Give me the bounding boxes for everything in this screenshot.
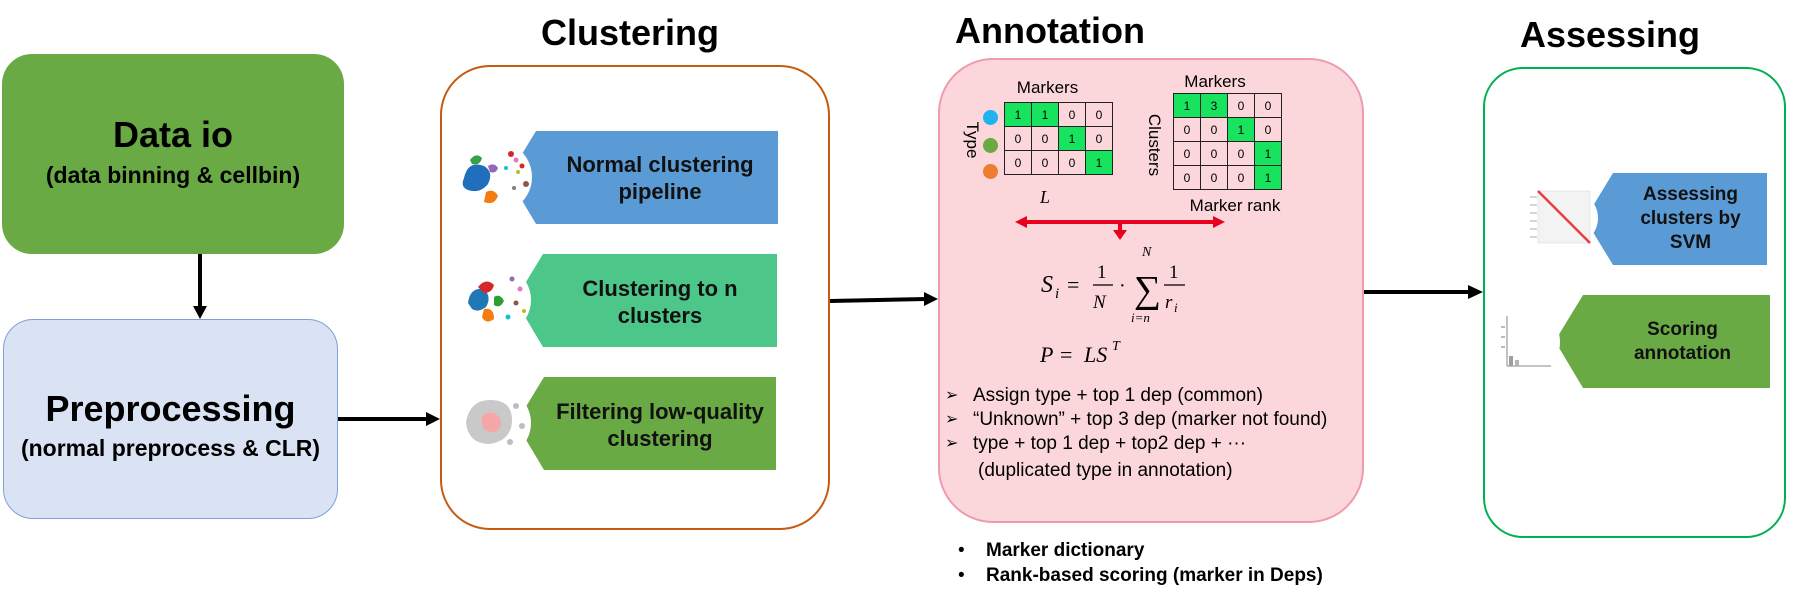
assessing-item-1-label: Assessing clusters by SVM [1640,184,1741,253]
heatmap-icon [1522,186,1598,250]
matrix-cell: 0 [1227,165,1255,190]
annotation-rules-list: Assign type + top 1 dep (common) “Unknow… [945,384,1365,456]
preprocessing-box [3,319,338,519]
matrix-l-col-label: Markers [1016,78,1079,97]
clustering-item-2-label: Clustering to n clusters [582,275,738,329]
svg-text:i: i [1055,286,1059,302]
matrix-cell: 0 [1227,141,1255,166]
annotation-title: Annotation [955,10,1145,51]
matrix-cell: 1 [1254,141,1282,166]
annotation-bullets: Marker dictionary Rank-based scoring (ma… [956,538,1376,588]
svg-text:1: 1 [1169,262,1179,283]
svg-text:i: i [1174,300,1178,315]
umap-cluster-icon [460,141,532,213]
svg-text:=: = [1067,272,1079,297]
svg-text:∑: ∑ [1134,269,1161,311]
annotation-bullet: Rank-based scoring (marker in Deps) [956,563,1376,588]
clustering-title: Clustering [540,12,719,53]
matrix-cell: 1 [1173,93,1201,118]
matrix-cell: 1 [1085,150,1113,175]
annotation-bullet: Marker dictionary [956,538,1376,563]
matrix-cell: 0 [1173,165,1201,190]
data-io-subtitle: (data binning & cellbin) [45,162,301,188]
matrix-cell: 3 [1200,93,1228,118]
matrix-cell: 0 [1004,126,1032,151]
type-dot-green [983,138,998,153]
red-merge-arrow [1015,216,1225,240]
annotation-rule-continuation: (duplicated type in annotation) [978,460,1233,481]
svg-text:=: = [1060,342,1072,367]
matrix-cell: 0 [1227,93,1255,118]
type-dot-orange [983,164,998,179]
data-io-title: Data io [112,114,234,155]
assessing-item-2-label: Scoring annotation [1633,319,1732,364]
type-dot-blue [983,110,998,125]
matrix-cell: 0 [1254,117,1282,142]
svg-text:N: N [1092,292,1107,313]
annotation-rule: Assign type + top 1 dep (common) [945,384,1365,408]
matrix-l: 1 1 0 0 0 0 1 0 0 0 0 1 [1004,102,1113,175]
matrix-rank: 1 3 0 0 0 0 1 0 0 0 0 1 0 0 0 1 [1173,93,1282,190]
clustering-item-1-shape [508,131,778,224]
matrix-rank-name: Marker rank [1189,196,1281,215]
matrix-cell: 0 [1254,93,1282,118]
clustering-item-2-shape [515,254,777,347]
umap-filter-icon [461,388,531,458]
assessing-item-2-shape [1555,295,1770,388]
svg-text:i=n: i=n [1131,310,1150,325]
score-plot-icon [1496,308,1560,376]
svg-text:LS: LS [1083,342,1107,367]
svg-text:r: r [1165,292,1173,313]
matrix-cell: 1 [1254,165,1282,190]
clustering-box [440,65,830,530]
assessing-title: Assessing [1519,14,1701,55]
umap-cluster-icon [461,265,531,335]
clustering-item-1-label: Normal clustering pipeline [566,151,754,205]
matrix-l-name: L [1039,187,1050,207]
matrix-cell: 1 [1004,102,1032,127]
matrix-cell: 0 [1085,102,1113,127]
assessing-item-1-shape [1585,173,1767,265]
annotation-rule: type + top 1 dep + top2 dep + ··· [945,432,1365,456]
matrix-cell: 0 [1200,141,1228,166]
matrix-cell: 1 [1227,117,1255,142]
preprocessing-title: Preprocessing [45,388,296,429]
matrix-rank-col-label: Markers [1184,72,1246,91]
preprocessing-subtitle: (normal preprocess & CLR) [20,435,321,461]
prediction-formula: P = LS T [1039,339,1121,367]
matrix-cell: 0 [1004,150,1032,175]
data-io-box [2,54,344,254]
svg-text:P: P [1039,342,1053,367]
assessing-box [1483,67,1786,538]
svg-text:N: N [1141,245,1152,260]
annotation-rule: “Unknown” + top 3 dep (marker not found) [945,408,1365,432]
svg-text:T: T [1112,339,1121,354]
matrix-cell: 0 [1031,150,1059,175]
matrix-cell: 0 [1058,150,1086,175]
svg-text:S: S [1041,272,1053,298]
svg-text:1: 1 [1097,262,1107,283]
matrix-cell: 1 [1031,102,1059,127]
matrix-cell: 0 [1200,165,1228,190]
score-formula: S i = 1 N · ∑ N i=n 1 r i [1041,245,1185,325]
clustering-item-3-shape [516,377,776,470]
matrix-cell: 0 [1200,117,1228,142]
clustering-item-3-label: Filtering low-quality clustering [556,398,764,452]
svg-text:·: · [1119,275,1126,297]
